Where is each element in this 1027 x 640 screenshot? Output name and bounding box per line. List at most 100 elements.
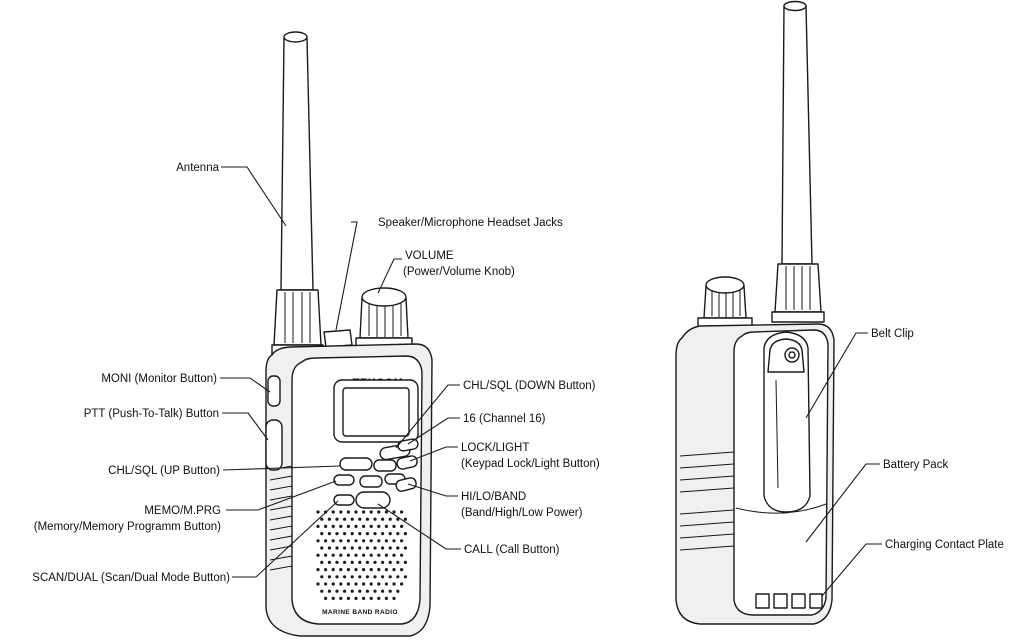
grille-hole [362, 553, 366, 557]
grille-hole [392, 568, 396, 572]
grille-hole [392, 582, 396, 586]
grille-hole [396, 546, 400, 550]
grille-hole [403, 546, 407, 550]
grille-hole [316, 582, 320, 586]
label-battery: Battery Pack [883, 459, 948, 471]
grille-hole [369, 524, 373, 529]
grille-hole [400, 510, 404, 514]
grille-hole [388, 575, 392, 579]
hilo-band-button[interactable] [395, 477, 417, 493]
keypad [333, 438, 419, 509]
grille-hole [327, 546, 331, 550]
belt-clip[interactable] [763, 331, 811, 513]
grille-hole [320, 546, 324, 550]
grille-hole [346, 539, 350, 543]
grille-hole [354, 553, 358, 557]
grille-hole [327, 560, 331, 565]
grille-hole [369, 539, 373, 543]
grille-hole [396, 517, 400, 521]
grille-hole [373, 546, 377, 550]
lock-light-button[interactable] [396, 455, 418, 470]
grille-hole [369, 568, 373, 572]
grille-hole [392, 539, 396, 543]
label-speaker-jacks: Speaker/Microphone Headset Jacks [378, 217, 563, 229]
grille-hole [346, 596, 350, 601]
grille-hole [362, 539, 366, 543]
grille-hole [392, 510, 396, 514]
grille-hole [388, 589, 392, 593]
grille-hole [350, 532, 354, 536]
grille-hole [320, 517, 324, 521]
grille-hole [365, 575, 369, 579]
label-call: CALL (Call Button) [464, 544, 560, 556]
ptt-button[interactable] [265, 419, 283, 471]
grille-hole [362, 524, 366, 529]
key-b[interactable] [359, 475, 383, 488]
label-hilo-1: HI/LO/BAND [461, 491, 526, 503]
grille-hole [381, 589, 385, 593]
grille-hole [365, 532, 369, 536]
grille-hole [381, 546, 385, 550]
grille-hole [316, 539, 320, 543]
back-radio [675, 0, 835, 625]
label-lock-2: (Keypad Lock/Light Button) [461, 458, 600, 470]
mid-button[interactable] [373, 459, 397, 472]
grille-hole [320, 560, 324, 565]
grille-hole [339, 582, 343, 586]
callout-labels: Antenna Speaker/Microphone Headset Jacks… [32, 162, 1004, 584]
grille-hole [335, 560, 339, 565]
grille-hole [362, 596, 366, 601]
grille-hole [384, 510, 388, 514]
grille-hole [343, 517, 347, 521]
grille-hole [381, 575, 385, 579]
label-ptt: PTT (Push-To-Talk) Button [84, 408, 219, 420]
grille-hole [365, 560, 369, 565]
grille-hole [403, 575, 407, 579]
grille-hole [396, 589, 400, 593]
grille-hole [335, 532, 339, 536]
grille-hole [403, 532, 407, 536]
grille-hole [358, 546, 362, 550]
grille-hole [316, 568, 320, 572]
label-chl-up: CHL/SQL (UP Button) [108, 465, 220, 477]
grille-hole [350, 517, 354, 521]
grille-hole [320, 532, 324, 536]
grille-hole [400, 553, 404, 557]
grille-hole [324, 524, 328, 529]
grille-hole [324, 539, 328, 543]
grille-hole [350, 546, 354, 550]
moni-button[interactable] [267, 375, 281, 407]
grille-hole [396, 532, 400, 536]
grille-hole [362, 582, 366, 586]
grille-hole [396, 575, 400, 579]
memo-button[interactable] [333, 474, 355, 486]
grille-hole [320, 589, 324, 593]
label-antenna: Antenna [176, 162, 219, 174]
grille-hole [384, 524, 388, 529]
ch16-button[interactable] [397, 438, 419, 452]
grille-hole [346, 510, 350, 514]
volume-knob[interactable] [355, 287, 413, 349]
call-button[interactable] [355, 491, 391, 509]
grille-hole [381, 560, 385, 565]
label-ch16: 16 (Channel 16) [463, 413, 546, 425]
grille-hole [343, 532, 347, 536]
chl-up-button[interactable] [339, 457, 373, 471]
label-volume-1: VOLUME [405, 250, 454, 262]
label-chl-down: CHL/SQL (DOWN Button) [463, 380, 596, 392]
grille-hole [327, 532, 331, 536]
grille-hole [346, 553, 350, 557]
grille-hole [350, 575, 354, 579]
headset-jack-cap[interactable] [323, 329, 353, 348]
front-antenna [271, 31, 324, 357]
grille-hole [316, 524, 320, 529]
lcd-display [333, 379, 419, 443]
grille-hole [358, 589, 362, 593]
scan-dual-button[interactable] [333, 494, 355, 506]
grille-hole [339, 539, 343, 543]
label-memo-2: (Memory/Memory Programm Button) [34, 521, 221, 533]
grille-hole [331, 553, 335, 557]
grille-hole [369, 510, 373, 514]
grille-hole [331, 582, 335, 586]
